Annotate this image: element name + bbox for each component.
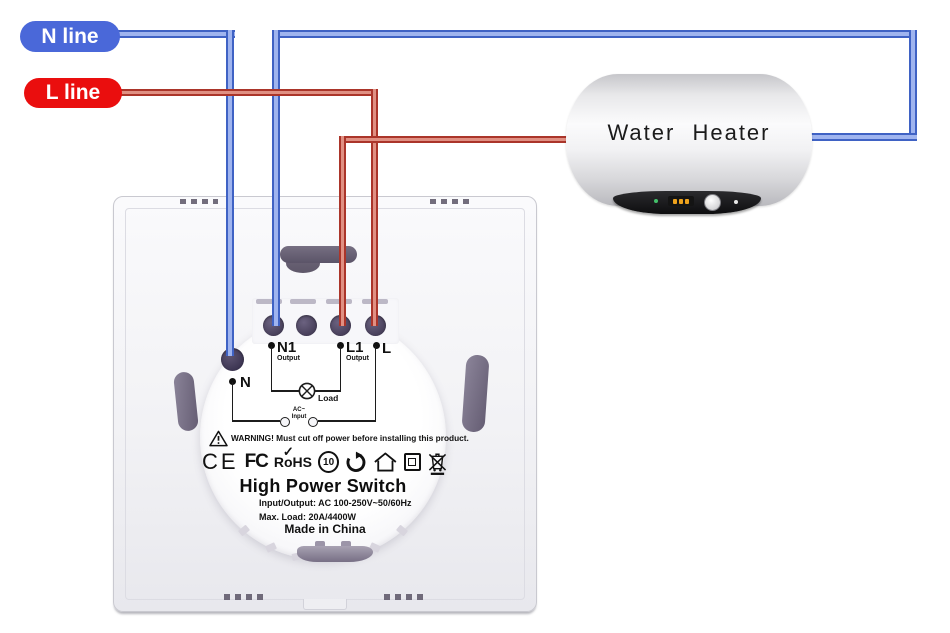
circuit-line <box>270 346 273 392</box>
n-label: N <box>240 374 251 391</box>
wire-n-into-heater-right <box>810 133 917 141</box>
water-heater-label: Water Heater <box>607 120 771 145</box>
certification-icons-row: CE FC RoHS✓ 10 <box>202 444 448 476</box>
wire-n-horizontal-from-pill <box>115 30 235 38</box>
rohs-check-icon: ✓ <box>282 444 294 459</box>
panel-indicator-dot <box>734 200 738 204</box>
spec-input-output: Input/Output: AC 100-250V~50/60Hz <box>259 498 412 508</box>
temperature-display <box>668 196 694 206</box>
plate-clip-marks-bottom-left <box>224 594 268 600</box>
n1-node-dot <box>268 342 275 349</box>
l-label: L <box>382 340 392 357</box>
l-line-label: L line <box>45 81 101 104</box>
warning-text: WARNING! Must cut off power before insta… <box>231 433 469 443</box>
weee-crossed-bin-icon <box>428 453 447 475</box>
rohs-mark-icon: RoHS✓ <box>273 444 313 470</box>
power-led-icon <box>654 199 658 203</box>
made-in-china-label: Made in China <box>284 522 366 536</box>
circuit-line <box>339 346 342 392</box>
plate-clip-marks-bottom-right <box>384 594 426 600</box>
wire-n-right-drop <box>909 30 917 141</box>
control-knob <box>704 194 721 211</box>
circuit-line <box>231 420 280 422</box>
n-line-label: N line <box>41 24 99 48</box>
lamp-load-symbol <box>298 382 316 400</box>
house-indoor-use-icon <box>374 452 397 472</box>
l-node-dot <box>373 342 380 349</box>
fcc-mark-icon: FC <box>244 451 269 472</box>
efup-10-icon: 10 <box>318 451 340 473</box>
recycle-arrow-icon <box>346 451 366 472</box>
spec-max-load: Max. Load: 20A/4400W <box>259 512 357 522</box>
plate-clip-marks-top-left <box>180 199 218 204</box>
water-heater: Water Heater <box>566 74 812 214</box>
switch-title: High Power Switch <box>239 476 407 496</box>
n1-output-sublabel: Output <box>277 355 300 362</box>
terminal-slot-mark <box>290 299 316 304</box>
circuit-line <box>318 420 376 422</box>
load-label: Load <box>318 393 339 403</box>
wire-n-horizontal-to-heater <box>272 30 917 38</box>
l1-node-dot <box>337 342 344 349</box>
ac-input-terminal-symbol <box>308 416 318 427</box>
warning-triangle-icon <box>209 430 228 447</box>
circuit-line <box>270 390 300 393</box>
ce-mark-icon: CE <box>202 449 239 474</box>
plate-clip-marks-top-right <box>430 199 470 204</box>
circuit-line <box>231 382 234 422</box>
wire-l-horizontal-from-pill <box>120 89 378 96</box>
ac-input-label: AC~ Input <box>291 407 307 420</box>
mounting-keyhole-slot <box>280 246 357 263</box>
terminal-slot-mark <box>256 299 282 304</box>
slot-bump <box>341 541 351 547</box>
l-line-badge: L line <box>24 78 122 108</box>
wire-n-drop-to-n-terminal <box>226 30 234 356</box>
slot-bump <box>315 541 325 547</box>
wire-l-drop-to-l-terminal <box>371 89 378 326</box>
heater-control-panel <box>613 191 761 214</box>
wire-l1-horizontal-to-heater <box>339 136 572 143</box>
l1-label: L1 <box>346 339 364 356</box>
n-node-dot <box>229 378 236 385</box>
class-ii-insulation-icon <box>403 453 422 471</box>
wire-l1-drop-to-l1-terminal <box>339 136 346 326</box>
terminal-unused <box>296 315 317 336</box>
wire-n-drop-to-n1-terminal <box>272 30 280 326</box>
n-line-badge: N line <box>20 21 120 52</box>
circuit-line <box>374 346 377 422</box>
n1-label: N1 <box>277 339 297 356</box>
l1-output-sublabel: Output <box>346 355 369 362</box>
module-bottom-slot <box>297 546 373 562</box>
circuit-line <box>315 390 341 393</box>
plate-bottom-tab <box>303 599 347 610</box>
ac-input-terminal-symbol <box>279 416 290 427</box>
